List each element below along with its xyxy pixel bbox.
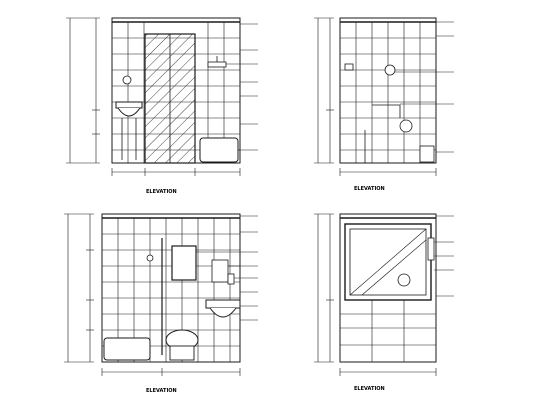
- elevation-panel-d: ELEVATION: [314, 213, 454, 392]
- floor-tiles-d: [340, 300, 436, 362]
- tile-wall-b: [339, 17, 437, 164]
- elevation-label-c: ELEVATION: [146, 388, 177, 394]
- toilet: [165, 329, 199, 361]
- basin-and-counter: [205, 259, 241, 318]
- elevation-panel-a: ELEVATION: [66, 17, 258, 195]
- elevation-label-a: ELEVATION: [146, 189, 177, 195]
- bathtub: [199, 137, 239, 163]
- elevation-label-b: ELEVATION: [354, 186, 385, 192]
- wash-basin: [115, 75, 143, 160]
- elevation-panel-c: ELEVATION: [64, 213, 258, 394]
- leader-lines-d: [434, 215, 454, 297]
- leader-lines-c: [196, 215, 258, 321]
- shower-head: [207, 56, 227, 68]
- shower-valve: [397, 237, 435, 287]
- leader-lines: [226, 23, 258, 151]
- tile-wall-d: [339, 213, 437, 363]
- sliding-door: [144, 33, 196, 164]
- mirror: [171, 245, 197, 281]
- leader-lines-b: [395, 21, 454, 153]
- height-dimension-chain-c: [64, 213, 94, 363]
- elevation-label-d: ELEVATION: [354, 386, 385, 392]
- glass-partition: [344, 223, 432, 301]
- height-dimension-chain: [66, 17, 100, 164]
- wall-fixtures: [344, 63, 435, 163]
- height-dimension-chain-b: [314, 17, 334, 164]
- height-dimension-chain-d: [314, 213, 334, 363]
- width-dimension-line-b: [339, 168, 437, 176]
- elevation-panel-b: ELEVATION: [314, 17, 454, 192]
- towel-bar: [146, 238, 163, 355]
- width-dimension-line-c: [101, 368, 241, 376]
- width-dimension-line-d: [339, 368, 437, 376]
- bathtub-c: [103, 337, 151, 361]
- width-dimension-line: [111, 168, 241, 176]
